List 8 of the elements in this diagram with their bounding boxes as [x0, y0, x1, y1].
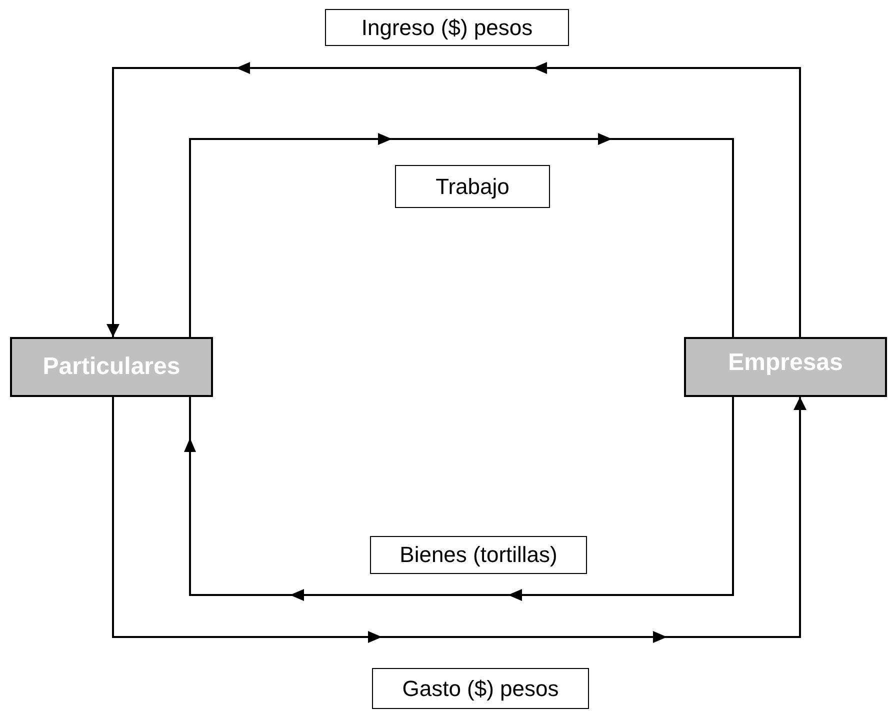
- process-box: [10, 337, 213, 397]
- node-label: Empresas: [728, 349, 843, 377]
- edge-label: Ingreso ($) pesos: [325, 9, 569, 46]
- edge-label: Trabajo: [395, 165, 550, 208]
- edge-label: Gasto ($) pesos: [372, 668, 589, 709]
- process-box: [684, 337, 887, 397]
- edge-label: Bienes (tortillas): [370, 536, 587, 574]
- node-label: Particulares: [42, 353, 180, 381]
